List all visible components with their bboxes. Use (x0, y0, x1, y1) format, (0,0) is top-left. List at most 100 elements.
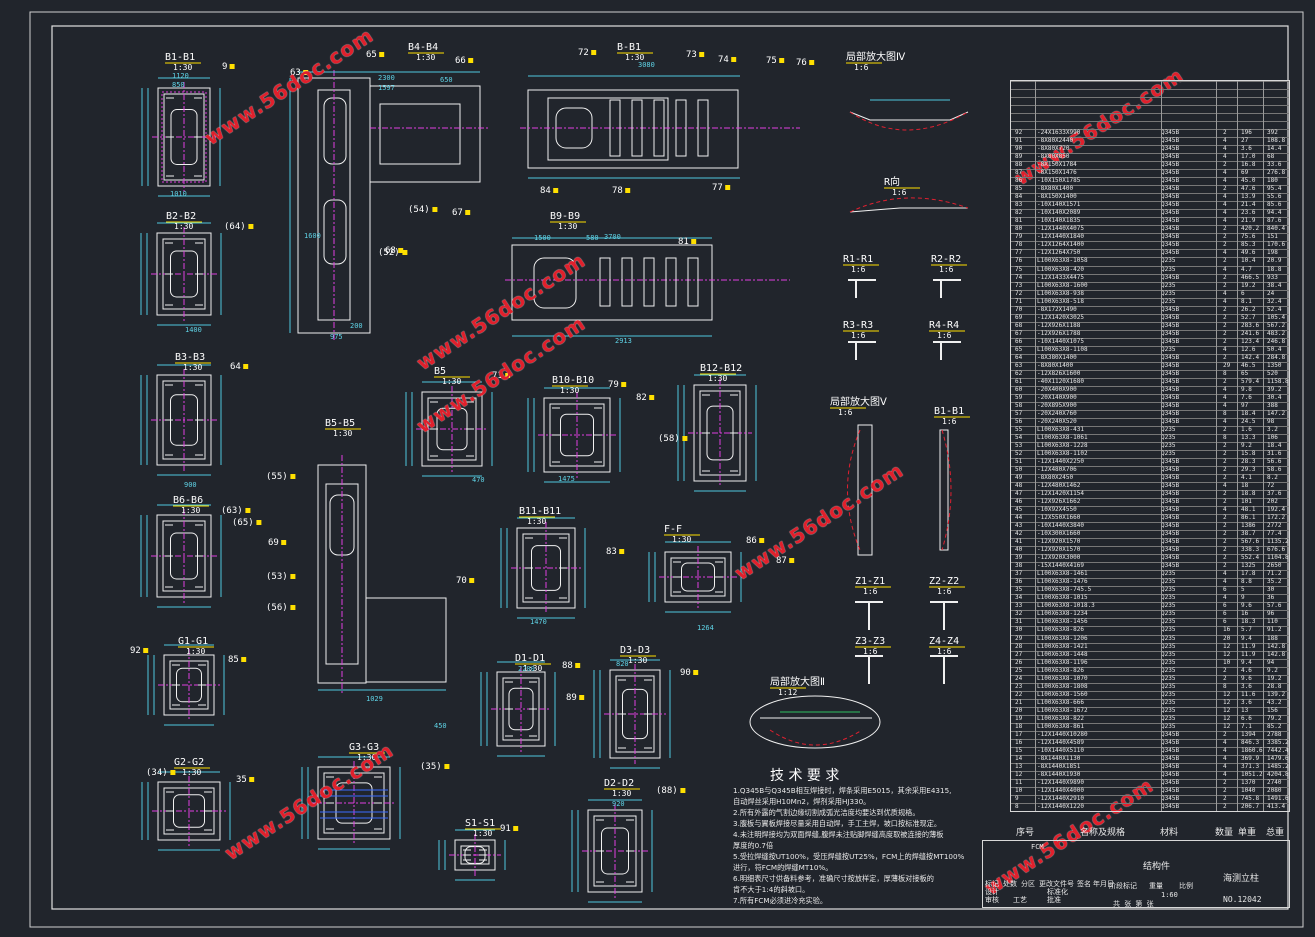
bom-cell: 12 (1223, 706, 1231, 714)
callout-marker (469, 578, 475, 583)
bom-cell: Q345B (1161, 137, 1180, 145)
bom-cell: L100X63X8-1461 (1037, 570, 1088, 578)
bom-cell: 87.6 (1267, 217, 1282, 225)
dimension-text: 900 (184, 481, 197, 489)
bom-cell: 1394 (1241, 730, 1256, 738)
part-callout: (58) (658, 434, 680, 444)
b4-arm (369, 85, 481, 183)
bom-cell: 18 (1015, 722, 1023, 730)
bom-cell: 50 (1015, 466, 1023, 474)
b1-bolt-pattern (161, 91, 207, 183)
callout-marker (691, 239, 697, 244)
bom-cell: -8X150X1784 (1037, 161, 1077, 169)
bom-cell: 38.4 (1267, 281, 1282, 289)
bom-cell: 13 (1015, 762, 1023, 770)
b9-stiffener (687, 257, 699, 307)
bom-cell: 1158.8 (1267, 377, 1289, 385)
section-scale-b4: 1:30 (416, 53, 436, 62)
bom-cell: 30 (1267, 586, 1275, 594)
bom-col-unit: 单重 (1238, 828, 1257, 838)
callout-marker (621, 382, 627, 387)
bom-cell: Q345B (1161, 530, 1180, 538)
bom-cell: 22 (1015, 690, 1023, 698)
bom-cell: -12X1440X2910 (1037, 794, 1084, 802)
bom-cell: Q345B (1161, 786, 1180, 794)
bom-cell: 47.6 (1241, 185, 1256, 193)
bom-cell: 29.3 (1241, 466, 1256, 474)
bom-cell: 55 (1015, 425, 1023, 433)
bom-cell: 77.4 (1267, 530, 1282, 538)
dimension-text: 450 (434, 722, 447, 730)
bom-cell: Q345B (1161, 466, 1180, 474)
bom-cell: Q235 (1161, 706, 1176, 714)
part-callout: 75 (766, 56, 777, 66)
bom-cell: 2 (1223, 185, 1227, 193)
bom-cell: Q345B (1161, 458, 1180, 466)
bom-cell: 2 (1223, 233, 1227, 241)
bom-cell: 413.4 (1267, 802, 1286, 810)
bom-cell: 567.2 (1267, 321, 1286, 329)
part-callout: (88) (656, 786, 678, 796)
bom-cell: 7.6 (1241, 393, 1252, 401)
bom-cell: 10 (1015, 786, 1023, 794)
bom-cell: 43.2 (1267, 698, 1282, 706)
callout-marker (398, 248, 404, 253)
bom-cell: Q345B (1161, 538, 1180, 546)
bom-cell: 6 (1223, 586, 1227, 594)
section-scale-b6: 1:30 (181, 506, 201, 515)
part-callout: 72 (578, 48, 589, 58)
bom-cell: -8X150X1476 (1037, 169, 1077, 177)
section-scale-b11: 1:30 (527, 517, 547, 526)
bom-cell: 61 (1015, 377, 1023, 385)
bom-cell: 56 (1015, 417, 1023, 425)
bom-col-qty: 数量 (1215, 828, 1234, 838)
bom-cell: 90 (1015, 145, 1023, 153)
bom-cell: 388 (1267, 401, 1278, 409)
callout-marker (432, 207, 438, 212)
bom-cell: 4 (1223, 746, 1227, 754)
bom-cell: Q235 (1161, 698, 1176, 706)
bom-cell: 76 (1015, 257, 1023, 265)
bom-cell: Q345B (1161, 185, 1180, 193)
bom-cell: Q235 (1161, 594, 1176, 602)
bom-cell: 23 (1015, 682, 1023, 690)
bom-cell: 3.6 (1241, 698, 1252, 706)
bom-cell: 2 (1223, 666, 1227, 674)
section-scale-d1: 1:30 (523, 664, 543, 673)
bom-cell: 68 (1267, 153, 1275, 161)
technical-notes: 技 术 要 求 1.Q345B与Q345B相互焊接时，焊条采用E5015，其余采… (733, 768, 993, 906)
r-profile-2 (933, 279, 961, 298)
note-line: 7.所有FCM必须进冷充实验。 (733, 896, 828, 905)
bom-cell: 4 (1223, 153, 1227, 161)
callout-marker (143, 648, 149, 653)
bom-cell: 88 (1015, 161, 1023, 169)
bom-cell: 2 (1223, 458, 1227, 466)
b9-stiffener (599, 257, 611, 307)
part-callout: (34) (146, 768, 168, 778)
bom-cell: 4 (1223, 265, 1227, 273)
bom-empty-row (1011, 89, 1289, 97)
bom-cell: 28.3 (1241, 458, 1256, 466)
bom-cell: 39 (1015, 554, 1023, 562)
bom-col-spec: 名称及规格 (1080, 828, 1126, 838)
bom-cell: 78 (1015, 241, 1023, 249)
bom-cell: 151 (1267, 233, 1278, 241)
bom-cell: L100X63X8-1476 (1037, 578, 1088, 586)
bom-cell: L100X63X8-1206 (1037, 634, 1088, 642)
bom-cell: Q345B (1161, 369, 1180, 377)
callout-marker (619, 549, 625, 554)
bom-cell: -12X550X1660 (1037, 514, 1081, 522)
bom-cell: -20X240X760 (1037, 409, 1077, 417)
part-callout: 77 (712, 183, 723, 193)
bom-cell: 48 (1015, 482, 1023, 490)
bom-cell: Q345B (1161, 313, 1180, 321)
section-scale-z3: 1:6 (863, 647, 878, 656)
